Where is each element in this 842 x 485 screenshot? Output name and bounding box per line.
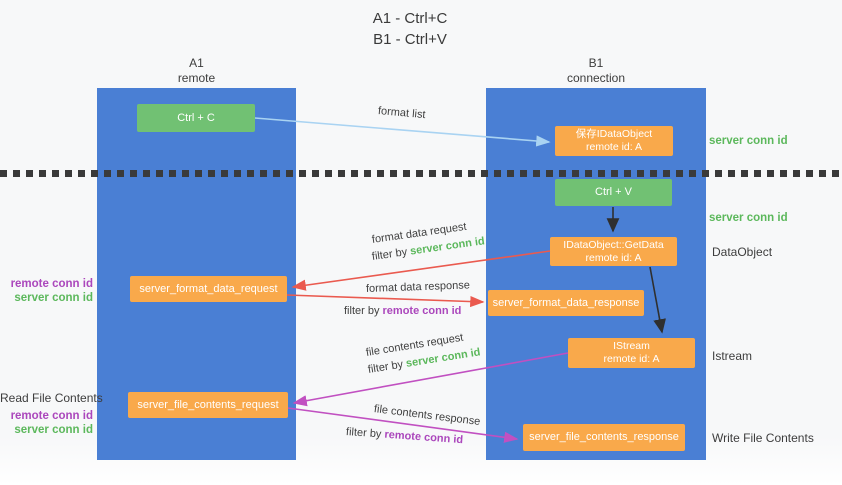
filter-by-remote-conn-id-label-1: filter by remote conn id [344, 305, 461, 317]
lifeline-a1-id: A1 [189, 56, 204, 70]
ctrl-c-label: Ctrl + C [177, 111, 215, 124]
server-conn-id-annotation-top: server conn id [709, 135, 788, 147]
server-conn-id-annotation-1: server conn id [14, 292, 93, 304]
conn-id-annotation-left-1: remote conn id server conn id [0, 277, 93, 305]
server-file-contents-request-box: server_file_contents_request [128, 392, 288, 418]
idataobject-getdata-box: IDataObject::GetData remote id: A [550, 237, 677, 266]
lifeline-a1-role: remote [177, 71, 216, 85]
server-format-data-response-label: server_format_data_response [492, 296, 640, 309]
ctrl-v-label: Ctrl + V [595, 186, 632, 198]
server-file-contents-response-label: server_file_contents_response [529, 431, 679, 443]
server-format-data-request-box: server_format_data_request [130, 276, 287, 302]
read-file-contents-annotation: Read File Contents [0, 391, 103, 405]
getdata-line1: IDataObject::GetData [563, 238, 664, 251]
istream-line1: IStream [613, 340, 650, 352]
format-data-response-message: format data response [365, 279, 471, 295]
remote-conn-id-annotation-1: remote conn id [10, 278, 93, 290]
istream-line2: remote id: A [603, 353, 660, 365]
server-format-data-request-label: server_format_data_request [139, 282, 278, 295]
server-file-contents-request-label: server_file_contents_request [137, 398, 279, 411]
remote-conn-id-text-2: remote conn id [384, 428, 464, 447]
ctrl-c-action-box: Ctrl + C [137, 104, 255, 132]
server-format-data-response-box: server_format_data_response [488, 290, 644, 316]
save-idataobject-box: 保存IDataObject remote id: A [555, 126, 673, 156]
dataobject-annotation: DataObject [712, 245, 773, 259]
phase-divider-dashed-line [0, 170, 842, 177]
conn-id-annotation-left-2: remote conn id server conn id [0, 409, 93, 437]
write-file-contents-annotation: Write File Contents [712, 431, 814, 445]
lifeline-header-a1: A1 remote [97, 56, 296, 86]
istream-box: IStream remote id: A [568, 338, 695, 368]
getdata-line2: remote id: A [585, 251, 642, 264]
title-line-2: B1 - Ctrl+V [373, 31, 447, 48]
istream-annotation: Istream [712, 349, 753, 363]
save-idataobject-line1: 保存IDataObject [575, 128, 653, 140]
lifeline-b1-id: B1 [588, 56, 604, 70]
format-list-message: format list [377, 105, 427, 122]
file-contents-response-message: file contents response [373, 403, 481, 428]
remote-conn-id-text-1: remote conn id [382, 305, 462, 317]
lifeline-header-b1: B1 connection [486, 56, 706, 86]
filter-by-text-2: filter by [344, 305, 380, 317]
ctrl-v-action-box: Ctrl + V [555, 179, 672, 206]
title-line-1: A1 - Ctrl+C [372, 10, 448, 27]
format-data-response-arrow [286, 294, 485, 308]
server-conn-id-annotation-2: server conn id [14, 424, 93, 436]
save-idataobject-line2: remote id: A [585, 141, 643, 153]
lifeline-b1-role: connection [566, 71, 626, 85]
filter-by-text-4: filter by [345, 426, 382, 441]
filter-by-remote-conn-id-label-2: filter by remote conn id [346, 426, 464, 446]
remote-conn-id-annotation-2: remote conn id [10, 410, 93, 422]
server-conn-id-annotation-mid: server conn id [709, 212, 788, 224]
diagram-title: A1 - Ctrl+C B1 - Ctrl+V [280, 8, 540, 50]
filter-by-text-3: filter by [367, 358, 404, 376]
server-file-contents-response-box: server_file_contents_response [523, 424, 685, 451]
filter-by-text-1: filter by [371, 246, 408, 263]
